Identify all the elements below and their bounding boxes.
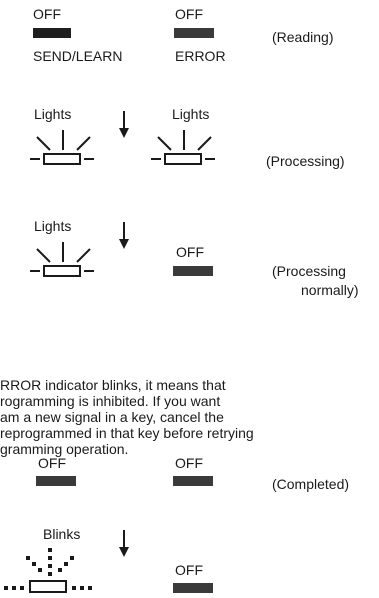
send-learn-state: OFF (33, 6, 61, 22)
send-learn-indicator-off-icon (33, 28, 71, 38)
error-state: OFF (176, 244, 204, 260)
caption-processing-normally-1: (Processing (272, 263, 346, 279)
error-blink-explanation: RROR indicator blinks, it means that rog… (0, 377, 379, 457)
paragraph-line: gramming operation. (0, 441, 129, 457)
error-label: ERROR (175, 48, 226, 64)
error-state: OFF (175, 455, 203, 471)
send-learn-indicator-lit-icon (30, 130, 94, 165)
paragraph-line: rogramming is inhibited. If you want (0, 393, 221, 409)
send-learn-label: SEND/LEARN (33, 48, 123, 64)
paragraph-line: RROR indicator blinks, it means that (0, 377, 226, 393)
error-indicator-off-icon (173, 583, 213, 593)
caption-processing-normally-2: normally) (301, 282, 359, 298)
send-learn-indicator-lit-icon (30, 242, 94, 277)
arrow-down-icon (119, 222, 129, 249)
paragraph-line: reprogrammed in that key before retrying (0, 425, 254, 441)
send-learn-indicator-blinking-icon (4, 548, 92, 593)
error-indicator-off-icon (174, 28, 214, 38)
error-indicator-off-icon (173, 476, 213, 486)
error-state: OFF (175, 6, 203, 22)
send-learn-state: Lights (34, 106, 72, 122)
paragraph-line: am a new signal in a key, cancel the (0, 409, 224, 425)
caption-completed: (Completed) (272, 476, 350, 492)
caption-reading: (Reading) (272, 29, 334, 45)
error-indicator-off-icon (173, 266, 213, 276)
error-state: Lights (172, 106, 210, 122)
error-state: OFF (175, 562, 203, 578)
error-indicator-lit-icon (151, 130, 215, 165)
send-learn-state: Lights (34, 218, 72, 234)
send-learn-state: OFF (38, 455, 66, 471)
arrow-down-icon (119, 111, 129, 138)
send-learn-indicator-off-icon (36, 476, 76, 486)
send-learn-state: Blinks (43, 526, 81, 542)
caption-processing: (Processing) (266, 153, 345, 169)
arrow-down-icon (119, 530, 129, 557)
